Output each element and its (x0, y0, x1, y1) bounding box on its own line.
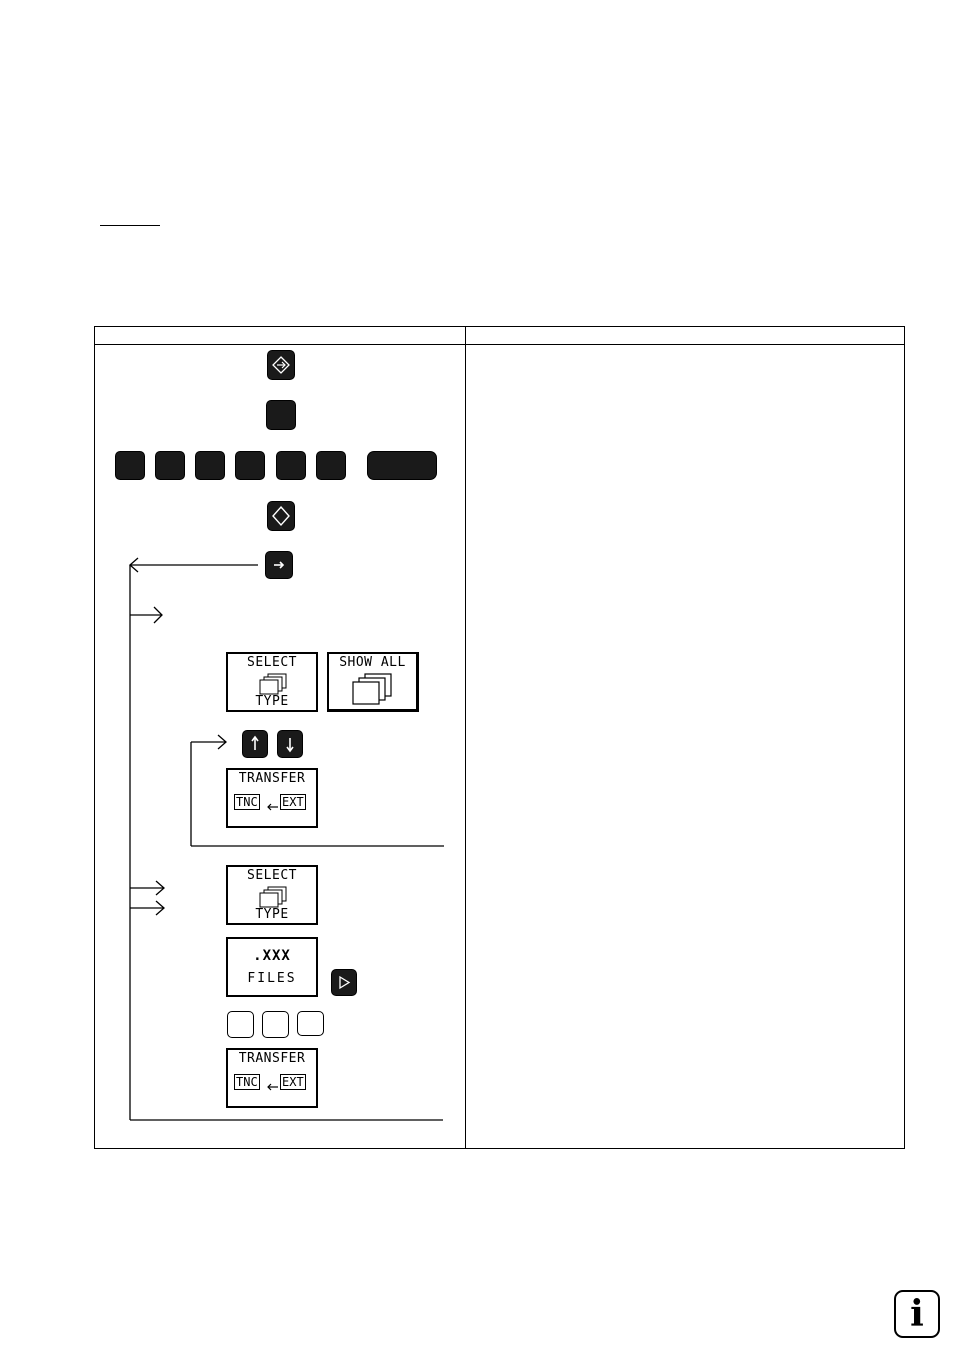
function-key[interactable] (267, 401, 295, 429)
transfer-softkey-2[interactable]: TRANSFER TNC EXT (226, 1048, 318, 1108)
arrow-left-icon (267, 803, 278, 811)
arrow-left-icon (267, 1083, 278, 1091)
table-column-divider (465, 326, 466, 1149)
diamond-arrows-icon (272, 356, 290, 374)
input-key-3[interactable] (297, 1011, 324, 1036)
info-icon: i (894, 1290, 940, 1338)
procedure-table (94, 326, 905, 1149)
key-6[interactable] (317, 452, 345, 479)
arrow-up-key[interactable] (243, 731, 267, 757)
ext-label: EXT (280, 794, 306, 810)
select-type-softkey[interactable]: SELECT TYPE (226, 652, 318, 712)
pages-large-icon (352, 673, 392, 705)
softkey-label: TRANSFER (238, 771, 306, 786)
softkey-label: TYPE (255, 907, 289, 922)
softkey-label: SELECT (247, 868, 297, 883)
pgm-mgt-key[interactable] (268, 351, 294, 379)
softkey-label: TYPE (255, 694, 289, 709)
input-key-2[interactable] (262, 1011, 289, 1038)
files-label: FILES (247, 971, 297, 986)
softkey-label: SHOW ALL (339, 655, 406, 670)
softkey-label: TRANSFER (238, 1051, 306, 1066)
key-3[interactable] (196, 452, 224, 479)
tnc-label: TNC (234, 1074, 260, 1090)
arrow-right-key[interactable] (332, 970, 356, 995)
files-softkey[interactable]: .XXX FILES (226, 937, 318, 997)
pages-icon (259, 673, 287, 695)
key-5[interactable] (277, 452, 305, 479)
long-key[interactable] (368, 452, 436, 479)
arrow-down-key[interactable] (278, 731, 302, 757)
arrow-up-icon (251, 735, 259, 750)
arrow-down-icon (286, 738, 294, 753)
diamond-icon (272, 505, 290, 527)
key-1[interactable] (116, 452, 144, 479)
select-type-softkey-2[interactable]: SELECT TYPE (226, 865, 318, 925)
ext-key[interactable] (266, 552, 292, 578)
key-4[interactable] (236, 452, 264, 479)
softkey-label: SELECT (247, 655, 297, 670)
arrow-right-icon (274, 561, 285, 569)
tnc-label: TNC (234, 794, 260, 810)
input-key-1[interactable] (227, 1011, 254, 1038)
triangle-right-icon (339, 975, 351, 990)
transfer-softkey[interactable]: TRANSFER TNC EXT (226, 768, 318, 828)
info-badge-label: i (910, 1293, 924, 1335)
pages-icon (259, 886, 287, 908)
mode-key[interactable] (268, 502, 294, 530)
file-extension: .XXX (253, 948, 291, 964)
show-all-softkey[interactable]: SHOW ALL (327, 652, 419, 712)
heading-underline (100, 225, 160, 226)
ext-label: EXT (280, 1074, 306, 1090)
table-header-rule (94, 344, 905, 345)
key-2[interactable] (156, 452, 184, 479)
